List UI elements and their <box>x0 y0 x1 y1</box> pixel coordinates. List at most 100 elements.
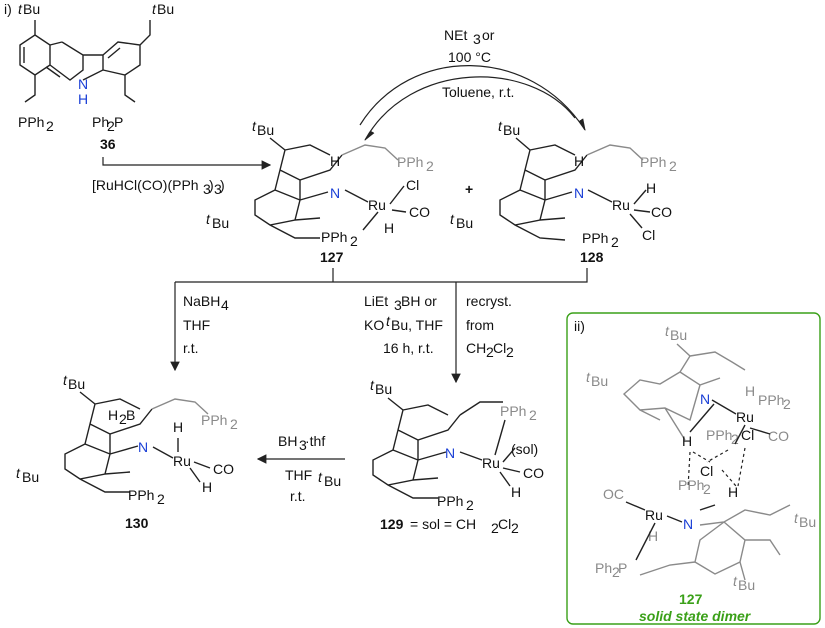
svg-text:from: from <box>466 317 494 333</box>
condition-net3: NEt <box>444 27 467 43</box>
compound-127-number: 127 <box>320 249 344 265</box>
equilibrium-arrows: NEt 3 or 100 °C Toluene, r.t. <box>359 27 586 142</box>
svg-text:Bu: Bu <box>591 373 608 389</box>
svg-text:THF: THF <box>285 467 312 483</box>
svg-text:2: 2 <box>703 481 711 497</box>
svg-text:Bu: Bu <box>503 122 520 138</box>
dimer-caption: solid state dimer <box>639 608 752 624</box>
svg-text:2: 2 <box>506 344 514 360</box>
condition-toluene: Toluene, r.t. <box>442 84 514 100</box>
svg-text:2: 2 <box>529 407 537 423</box>
svg-text:BH or: BH or <box>401 293 437 309</box>
pph2-label: PPh <box>18 114 44 130</box>
svg-text:BH: BH <box>278 433 297 449</box>
svg-text:Cl: Cl <box>741 427 754 443</box>
ru-dimer-bottom: Ru <box>645 507 663 523</box>
svg-text:Bu: Bu <box>23 1 40 17</box>
compound-36-number: 36 <box>100 136 116 152</box>
svg-text:t: t <box>794 510 799 526</box>
svg-text:t: t <box>318 469 323 485</box>
compound-130: t Bu t Bu H 2 B H N Ru PPh 2 CO H PPh 2 … <box>16 372 238 531</box>
svg-text:3: 3 <box>394 297 402 313</box>
svg-text:H: H <box>574 153 584 169</box>
svg-text:CH: CH <box>466 340 486 356</box>
svg-text:Bu: Bu <box>738 577 755 593</box>
svg-text:·thf: ·thf <box>305 433 325 449</box>
svg-text:H: H <box>384 220 394 236</box>
svg-text:Bu: Bu <box>456 215 473 231</box>
svg-text:t: t <box>16 465 21 481</box>
svg-text:N: N <box>138 439 148 455</box>
svg-text:Cl: Cl <box>642 227 655 243</box>
svg-text:r.t.: r.t. <box>183 340 199 356</box>
svg-text:Bu: Bu <box>375 381 392 397</box>
svg-text:PPh: PPh <box>397 154 423 170</box>
compound-129: t Bu t Bu N Ru PPh 2 (sol) CO H PPh 2 12… <box>318 377 544 536</box>
compound-128-number: 128 <box>580 249 604 265</box>
svg-text:PPh: PPh <box>128 487 154 503</box>
svg-text:2: 2 <box>491 520 499 536</box>
svg-text:PPh: PPh <box>582 230 608 246</box>
part-ii-label: ii) <box>574 318 585 334</box>
svg-text:4: 4 <box>221 297 229 313</box>
compound-128: t Bu t Bu N H Ru PPh 2 H CO Cl PPh 2 128 <box>450 118 677 265</box>
svg-text:t: t <box>386 313 391 329</box>
ru-130: Ru <box>173 453 191 469</box>
svg-text:Bu: Bu <box>257 122 274 138</box>
svg-text:t: t <box>450 211 455 227</box>
svg-text:H: H <box>646 180 656 196</box>
svg-text:2: 2 <box>731 431 739 447</box>
svg-text:or: or <box>482 27 495 43</box>
part-i-label: i) <box>4 1 12 17</box>
svg-text:N: N <box>700 391 710 407</box>
svg-text:3: 3 <box>203 181 211 197</box>
svg-text:CO: CO <box>768 428 789 444</box>
ru-128: Ru <box>612 197 630 213</box>
svg-text:CO: CO <box>651 204 672 220</box>
svg-text:Cl: Cl <box>493 340 506 356</box>
svg-text:H: H <box>202 479 212 495</box>
ru-dimer-top: Ru <box>736 409 754 425</box>
svg-text:2: 2 <box>350 233 358 249</box>
svg-text:2: 2 <box>612 564 620 580</box>
svg-text:PPh: PPh <box>500 403 526 419</box>
svg-text:OC: OC <box>603 486 624 502</box>
svg-text:2: 2 <box>157 491 165 507</box>
dimer-compound-number: 127 <box>679 591 703 607</box>
reagent-36: [RuHCl(CO)(PPh <box>92 177 199 193</box>
svg-text:CO: CO <box>213 461 234 477</box>
svg-text:Bu: Bu <box>22 469 39 485</box>
svg-text:PPh: PPh <box>201 412 227 428</box>
svg-text:Ph: Ph <box>92 114 109 130</box>
svg-text:H: H <box>728 484 738 500</box>
svg-text:recryst.: recryst. <box>466 293 512 309</box>
svg-text:2: 2 <box>230 416 238 432</box>
svg-text:2: 2 <box>426 158 434 174</box>
ru-129: Ru <box>482 455 500 471</box>
dimer-panel: ii) t Bu t Bu N Ru PPh 2 H CO PPh 2 Cl H… <box>566 312 821 625</box>
svg-text:16 h, r.t.: 16 h, r.t. <box>383 340 434 356</box>
svg-text:): ) <box>220 177 225 193</box>
svg-text:2: 2 <box>669 158 677 174</box>
svg-text:t: t <box>252 118 257 134</box>
svg-text:H: H <box>745 383 755 399</box>
plus-sign: + <box>465 181 473 197</box>
svg-text:2: 2 <box>783 396 791 412</box>
svg-text:Bu: Bu <box>212 215 229 231</box>
svg-text:CO: CO <box>409 204 430 220</box>
svg-text:t: t <box>152 1 157 17</box>
svg-text:Cl: Cl <box>700 463 713 479</box>
svg-text:2: 2 <box>46 118 54 134</box>
svg-text:Bu, THF: Bu, THF <box>391 317 443 333</box>
svg-text:PPh: PPh <box>706 427 732 443</box>
svg-text:2: 2 <box>611 234 619 250</box>
svg-text:t: t <box>733 573 738 589</box>
svg-text:= sol = CH: = sol = CH <box>410 516 476 532</box>
svg-text:H: H <box>648 528 658 544</box>
svg-text:t: t <box>206 211 211 227</box>
svg-text:Bu: Bu <box>324 473 341 489</box>
svg-text:P: P <box>618 560 627 576</box>
svg-text:N: N <box>574 185 584 201</box>
svg-text:Bu: Bu <box>68 376 85 392</box>
compound-130-number: 130 <box>125 515 149 531</box>
